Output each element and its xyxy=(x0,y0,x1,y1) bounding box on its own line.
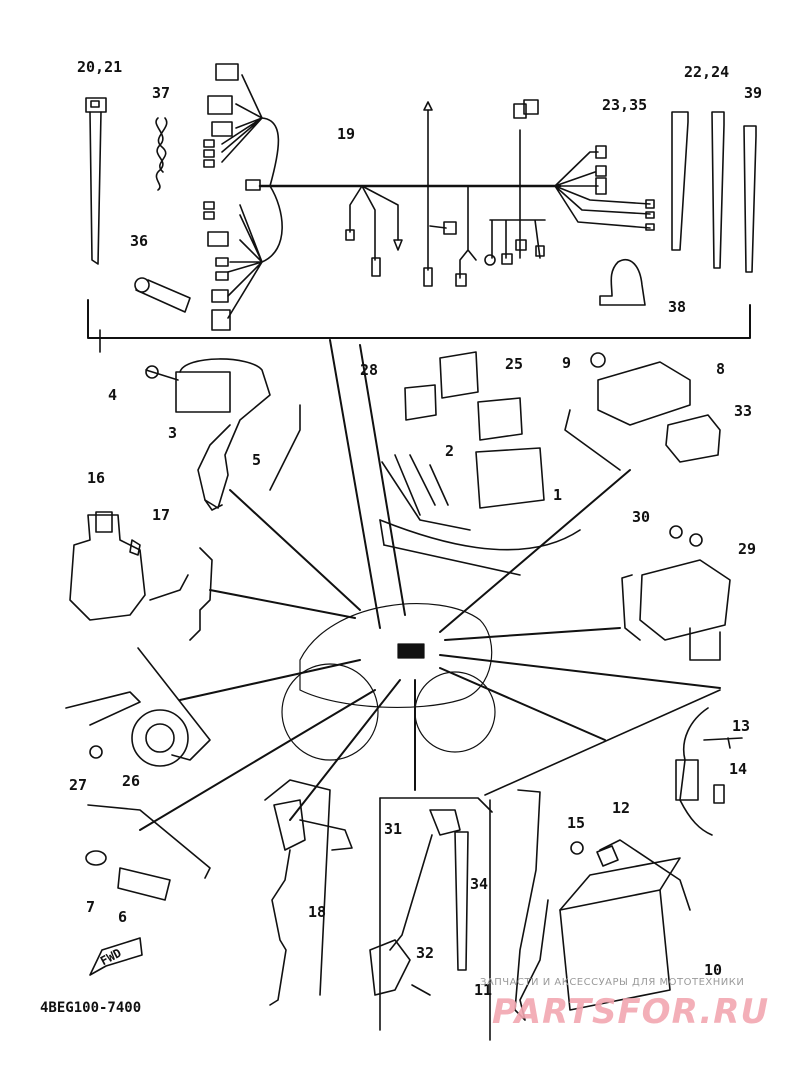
label-18: 18 xyxy=(308,903,327,921)
label-23-35: 23,35 xyxy=(602,96,648,114)
cable-tie-22-24 xyxy=(712,112,724,268)
brake-switch-group xyxy=(265,780,352,1005)
rectifier-group xyxy=(565,353,720,470)
label-15: 15 xyxy=(567,814,586,832)
label-14: 14 xyxy=(729,760,748,778)
label-33: 33 xyxy=(734,402,753,420)
sensor-group xyxy=(86,805,210,900)
label-28: 28 xyxy=(360,361,379,379)
label-39: 39 xyxy=(744,84,763,102)
label-19: 19 xyxy=(337,125,356,143)
label-9: 9 xyxy=(562,354,572,372)
label-22-24: 22,24 xyxy=(684,63,730,81)
label-27: 27 xyxy=(69,776,88,794)
label-31: 31 xyxy=(384,820,403,838)
main-switch-group xyxy=(70,512,212,640)
clamp-37 xyxy=(156,118,167,190)
band-36 xyxy=(135,278,190,312)
fwd-arrow-icon xyxy=(90,938,142,975)
label-10: 10 xyxy=(704,961,723,979)
label-25: 25 xyxy=(505,355,524,373)
label-20-21: 20,21 xyxy=(77,58,123,76)
wire-harness-19 xyxy=(204,64,654,330)
bracket-38 xyxy=(600,260,645,305)
label-12: 12 xyxy=(612,799,631,817)
label-30: 30 xyxy=(632,508,651,526)
label-6: 6 xyxy=(118,908,128,926)
neutral-switch-group xyxy=(370,798,492,1030)
harness-group-bracket xyxy=(88,300,750,338)
cable-tie-39 xyxy=(744,126,756,272)
label-11: 11 xyxy=(474,981,493,999)
label-5: 5 xyxy=(252,451,262,469)
battery-group xyxy=(490,790,690,1040)
label-4: 4 xyxy=(108,386,118,404)
label-36: 36 xyxy=(130,232,149,250)
cable-tie-20-21 xyxy=(86,98,106,264)
section-arc xyxy=(380,520,580,550)
motorcycle-outline xyxy=(282,604,495,760)
label-2: 2 xyxy=(445,442,455,460)
band-34 xyxy=(455,832,468,970)
regulator-group xyxy=(485,690,742,835)
leader-lines xyxy=(140,340,720,830)
label-37: 37 xyxy=(152,84,171,102)
horn-group xyxy=(66,648,210,766)
label-38: 38 xyxy=(668,298,687,316)
cable-tie-23-35 xyxy=(672,112,688,250)
label-26: 26 xyxy=(122,772,141,790)
label-8: 8 xyxy=(716,360,726,378)
label-34: 34 xyxy=(470,875,489,893)
label-29: 29 xyxy=(738,540,757,558)
label-16: 16 xyxy=(87,469,106,487)
watermark-tagline: ЗАПЧАСТИ И АКСЕССУАРЫ ДЛЯ МОТОТЕХНИКИ xyxy=(480,977,745,988)
label-32: 32 xyxy=(416,944,435,962)
label-13: 13 xyxy=(732,717,751,735)
label-17: 17 xyxy=(152,506,171,524)
label-1: 1 xyxy=(553,486,563,504)
ignition-coil-group xyxy=(100,330,300,510)
starter-relay-group xyxy=(622,526,730,660)
relay-group xyxy=(380,352,544,575)
watermark-logo: PARTSFOR.RU xyxy=(492,992,770,1032)
label-7: 7 xyxy=(86,898,96,916)
diagram-code: 4BEG100-7400 xyxy=(40,1000,142,1016)
label-3: 3 xyxy=(168,424,178,442)
